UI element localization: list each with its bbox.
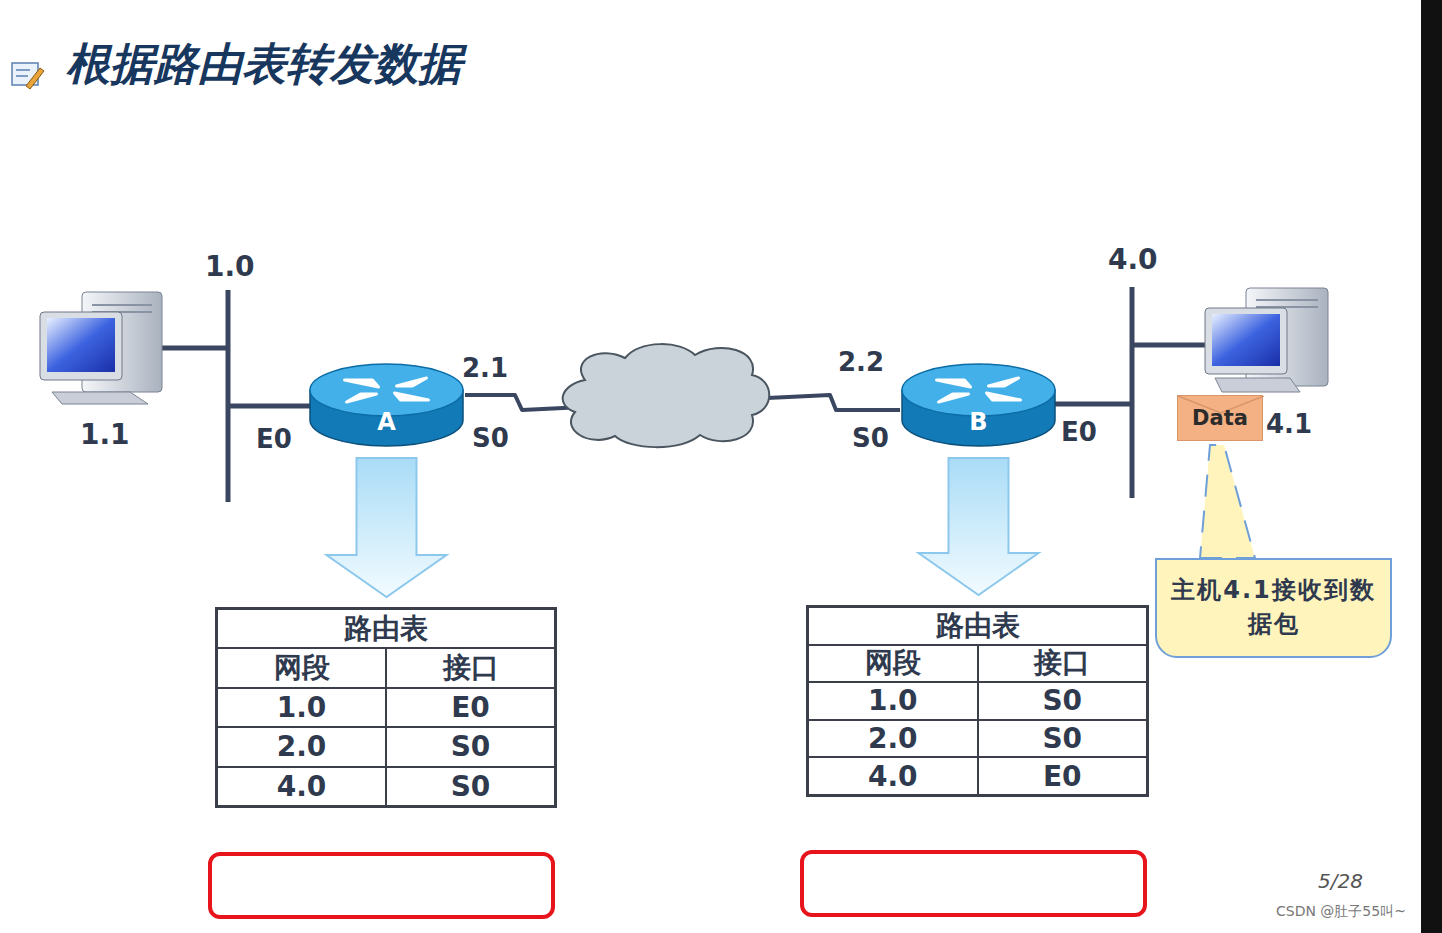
lan-wire (158, 346, 228, 351)
drawing-part (52, 392, 148, 404)
router-node: A (308, 360, 465, 448)
drawing-part (1205, 308, 1287, 374)
cell-text: 1.0 (277, 691, 327, 724)
network-label: 2.1 (462, 354, 508, 383)
table-cell: 1.0 (217, 688, 386, 727)
router-symbol (308, 360, 465, 448)
table-cell: 接口 (386, 648, 555, 687)
cell-text: 2.0 (868, 722, 918, 755)
drawing-part (1212, 314, 1280, 366)
router-arrow (347, 394, 377, 402)
watermark: CSDN @肚子55叫~ (1276, 904, 1406, 919)
network-label: E0 (256, 425, 292, 454)
packet-text: Data (1192, 406, 1248, 430)
drawing-part (92, 304, 152, 306)
cell-text: 1.0 (868, 684, 918, 717)
cell-text: 4.0 (868, 760, 918, 793)
lan-bus (226, 290, 231, 502)
cell-text: 接口 (443, 649, 499, 687)
table-cell: S0 (978, 682, 1148, 720)
answer-box (802, 852, 1145, 915)
table-title-cell: 路由表 (808, 607, 1147, 645)
router-node: B (900, 360, 1057, 448)
network-label: S0 (472, 424, 509, 453)
table-cell: 4.0 (808, 757, 978, 795)
wan-cloud (563, 344, 770, 447)
drawing-part (1215, 378, 1300, 392)
page-number: 5/28 (1318, 870, 1363, 892)
table-cell: 4.0 (217, 767, 386, 806)
drawing-part (47, 318, 115, 372)
slide-title: 根据路由表转发数据 (66, 40, 462, 88)
table-cell: E0 (386, 688, 555, 727)
cell-text: 接口 (1034, 644, 1090, 682)
routing-table: 路由表网段接口1.0S02.0S04.0E0 (806, 605, 1149, 797)
pc-icon (40, 292, 162, 404)
router-arrow (395, 393, 429, 400)
network-label: 4.1 (1266, 410, 1312, 439)
network-label: S0 (852, 424, 889, 453)
data-packet: Data (1177, 395, 1263, 441)
cell-text: S0 (451, 730, 491, 763)
table-cell: 网段 (808, 645, 978, 683)
table-cell: S0 (386, 767, 555, 806)
drawing-part (26, 68, 44, 89)
table-cell: S0 (386, 727, 555, 766)
cell-text: S0 (451, 770, 491, 803)
drawing-part (16, 75, 28, 77)
pc-icon (1205, 288, 1328, 392)
network-label: 1.0 (205, 252, 255, 283)
table-title-cell: 路由表 (217, 609, 555, 648)
lan-wire (228, 404, 310, 409)
flow-arrow (919, 458, 1039, 595)
callout-pointer (1200, 445, 1255, 558)
table-cell: 1.0 (808, 682, 978, 720)
cell-text: E0 (1043, 760, 1082, 793)
flow-arrow (327, 458, 447, 597)
title-icon (12, 63, 44, 89)
router-arrow (937, 380, 971, 387)
table-cell: 接口 (978, 645, 1148, 683)
lan-wire (1055, 402, 1132, 407)
router-top (310, 364, 463, 416)
drawing-part (16, 69, 30, 71)
router-arrow (397, 378, 427, 386)
router-top (902, 364, 1055, 416)
callout-box: 主机4.1接收到数据包 (1155, 558, 1392, 658)
cell-text: 网段 (274, 649, 330, 687)
drawing-part (563, 344, 770, 447)
lan-bus (1130, 287, 1135, 498)
network-label: 4.0 (1108, 245, 1158, 276)
cell-text: S0 (1042, 722, 1082, 755)
table-cell: S0 (978, 720, 1148, 758)
cell-text: E0 (451, 691, 490, 724)
drawing-part (1256, 299, 1318, 301)
table-cell: 2.0 (808, 720, 978, 758)
router-symbol (900, 360, 1057, 448)
router-name: B (900, 410, 1057, 434)
answer-box (210, 854, 553, 917)
network-label: 1.1 (80, 420, 130, 451)
router-arrow (989, 378, 1019, 386)
edge-bar (1421, 0, 1442, 933)
cell-text: 路由表 (344, 610, 428, 648)
router-arrow (987, 393, 1021, 400)
table-cell: 2.0 (217, 727, 386, 766)
router-arrow (939, 394, 969, 402)
network-label: 2.2 (838, 348, 884, 377)
routing-table: 路由表网段接口1.0E02.0S04.0S0 (215, 607, 557, 808)
table-cell: E0 (978, 757, 1148, 795)
table-cell: 网段 (217, 648, 386, 687)
router-arrow (345, 380, 379, 387)
router-name: A (308, 410, 465, 434)
network-label: E0 (1061, 418, 1097, 447)
drawing-part (40, 312, 122, 380)
cell-text: S0 (1042, 684, 1082, 717)
callout-text: 主机4.1接收到数据包 (1171, 574, 1376, 641)
cell-text: 网段 (865, 644, 921, 682)
cell-text: 路由表 (936, 607, 1020, 645)
cell-text: 4.0 (277, 770, 327, 803)
lan-wire (1132, 343, 1212, 348)
cell-text: 2.0 (277, 730, 327, 763)
